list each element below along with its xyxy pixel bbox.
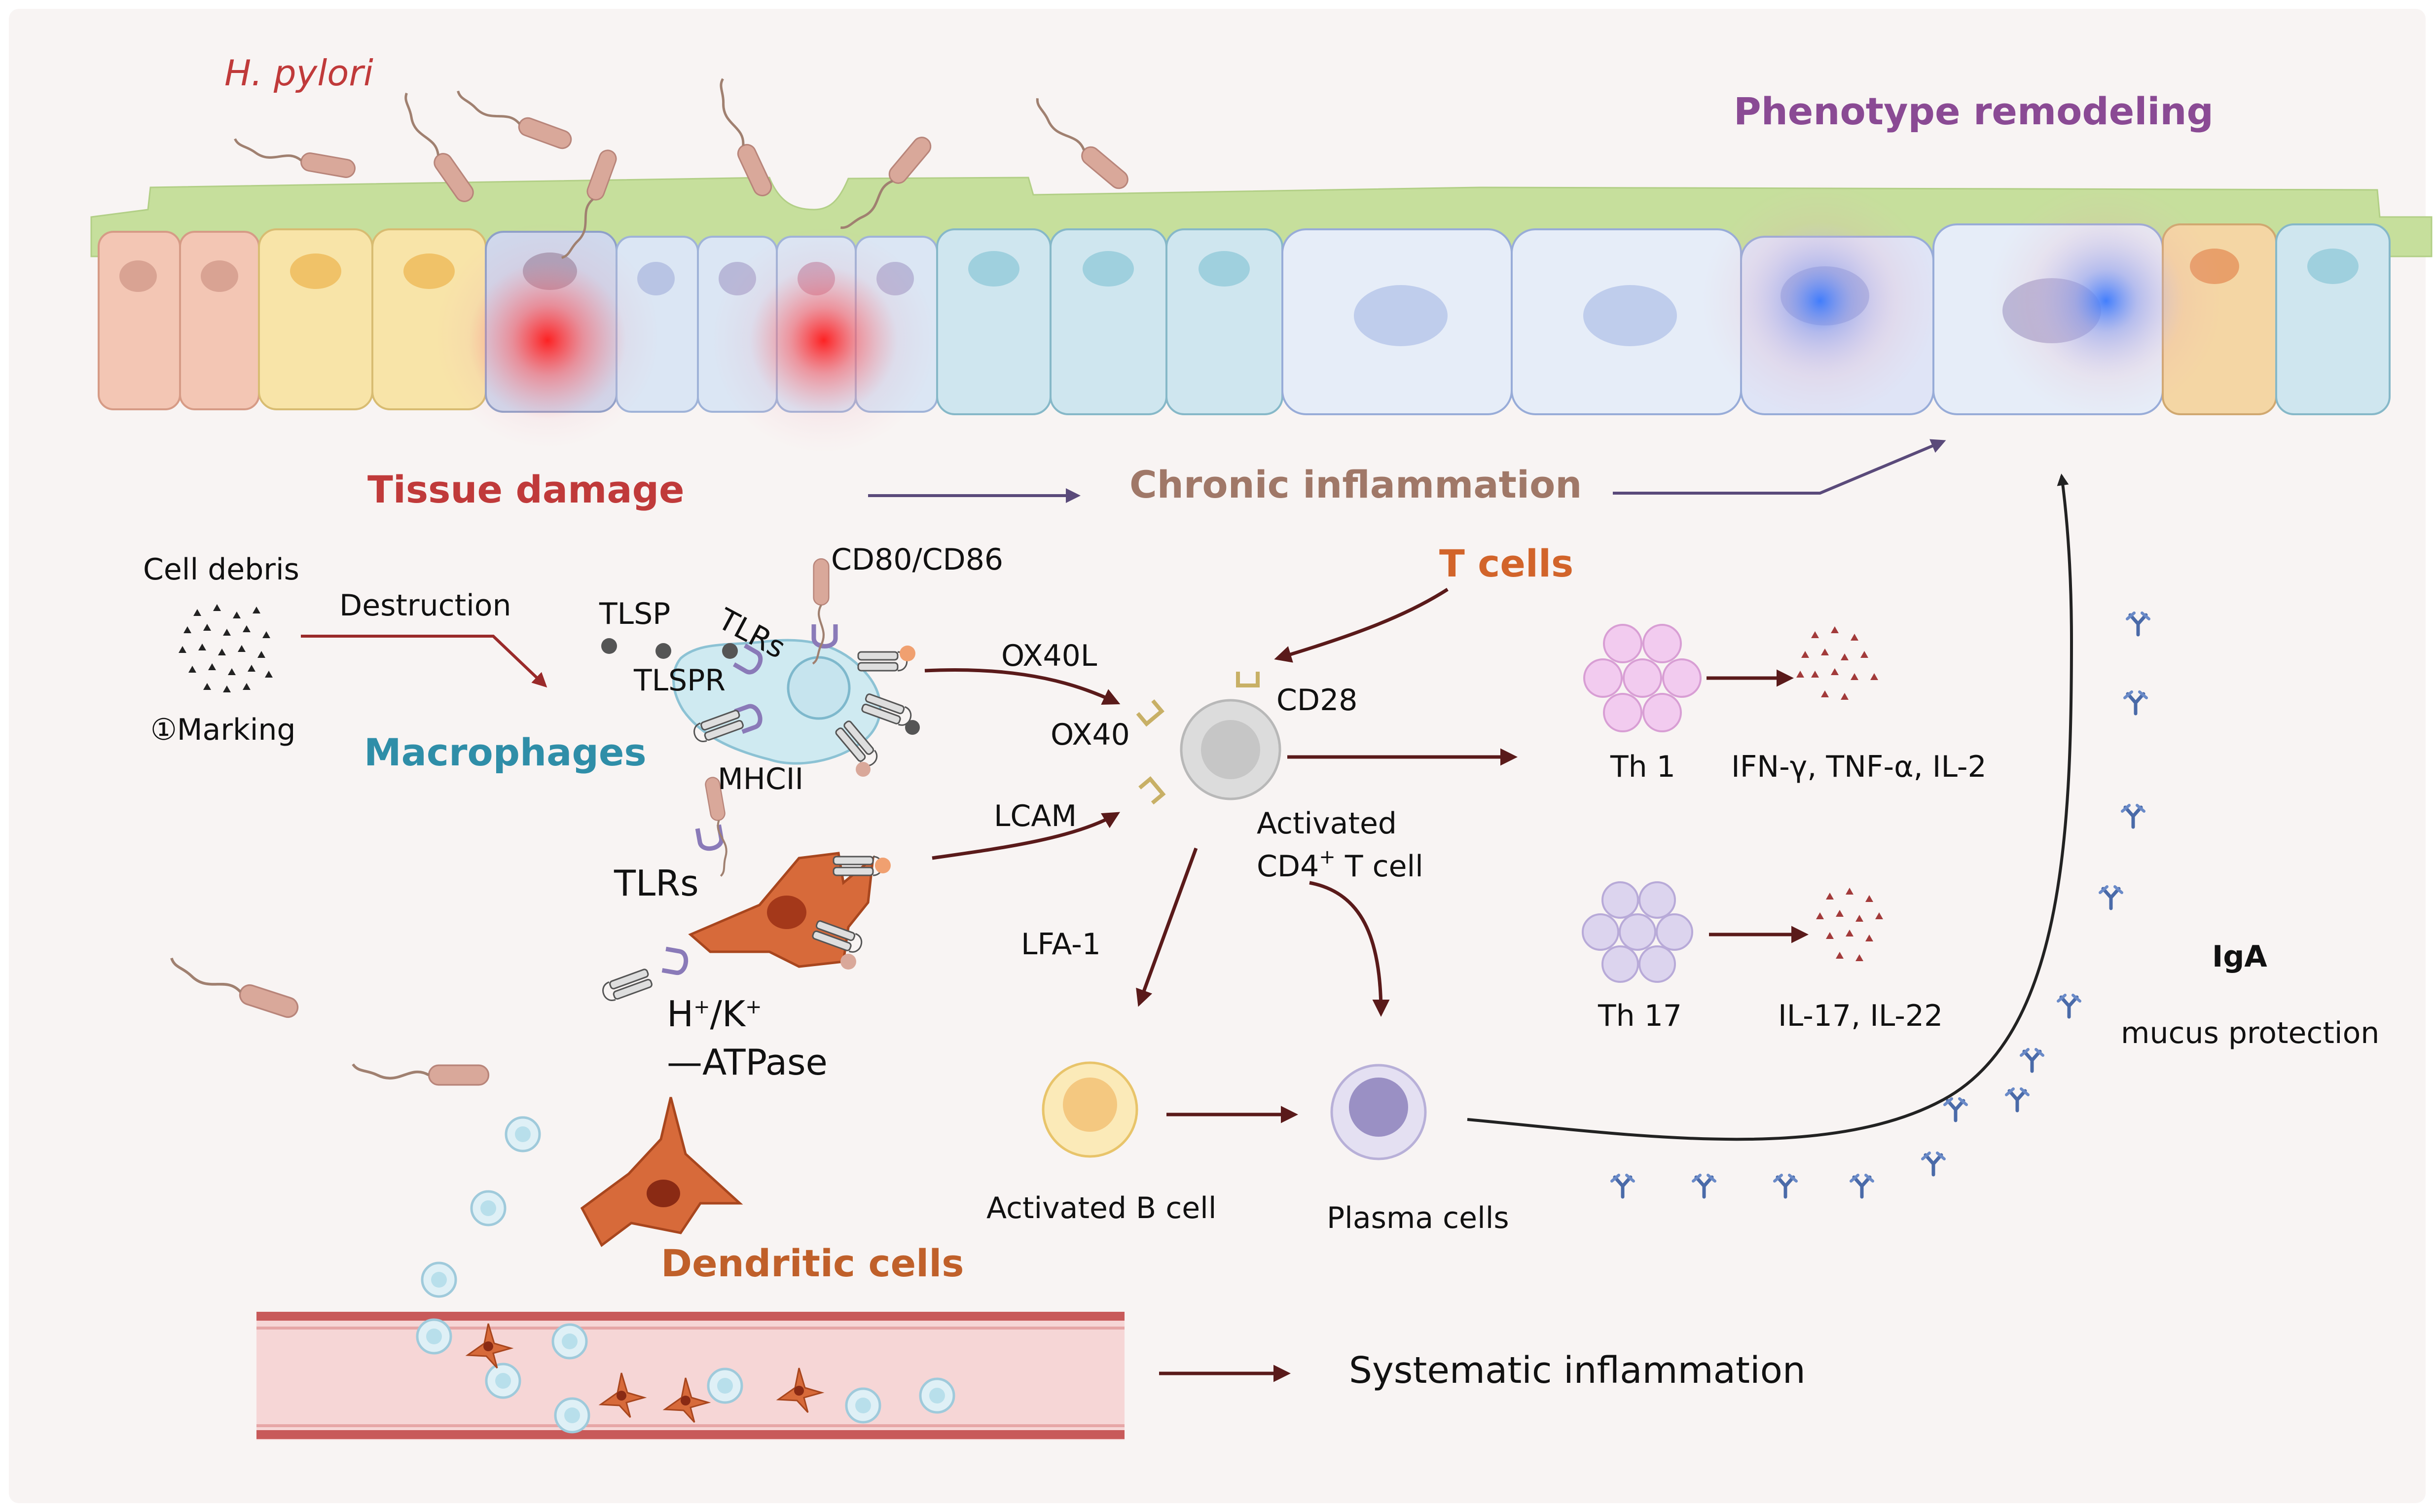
ox40-label: OX40 — [1051, 718, 1130, 752]
lfa1-label: LFA-1 — [1021, 927, 1101, 962]
dendritic-cells-label: Dendritic cells — [661, 1241, 964, 1285]
mhcii-label: MHCII — [718, 762, 804, 796]
th1-cluster — [1583, 624, 1702, 732]
macrophage-cell — [672, 559, 920, 777]
ox40l-label: OX40L — [1001, 639, 1097, 673]
cd80-cd86-label: CD80/CD86 — [831, 542, 1004, 577]
activated-cd4-t-cell — [1138, 672, 1281, 803]
tlrs-dc-label: TLRs — [614, 863, 699, 904]
h-k-atpase-label: H+/K+ — [667, 996, 762, 1032]
cd28-label: CD28 — [1276, 683, 1358, 718]
plasma-cells-label: Plasma cells — [1327, 1201, 1509, 1235]
systematic-inflammation-label: Systematic inflammation — [1349, 1349, 1806, 1392]
dendritic-cell-lower — [580, 1097, 743, 1247]
th17-label: Th 17 — [1598, 999, 1682, 1033]
th1-cytokines-label: IFN-γ, TNF-α, IL-2 — [1731, 750, 1987, 784]
phenotype-remodeling-label: Phenotype remodeling — [1734, 89, 2214, 133]
blood-vessel — [256, 1312, 1125, 1440]
h-k-h: H — [667, 993, 694, 1035]
th1-label: Th 1 — [1610, 750, 1675, 784]
chronic-inflammation-label: Chronic inflammation — [1129, 463, 1582, 506]
dendritic-cell-activating — [599, 776, 891, 1004]
cd4-text: CD4 — [1257, 849, 1319, 884]
pathway-arrows — [301, 439, 2073, 1382]
h-k-mid: /K — [710, 993, 746, 1035]
marking-label: ①Marking — [150, 713, 296, 747]
h-pylori-label: H. pylori — [224, 52, 373, 94]
macrophages-label: Macrophages — [364, 730, 647, 774]
cd4-sup: + — [1319, 846, 1336, 868]
cd4-rest: T cell — [1335, 849, 1423, 884]
th17-cluster — [1582, 881, 1693, 983]
th17-cytokines-label: IL-17, IL-22 — [1778, 999, 1943, 1033]
cell-debris-cluster — [179, 604, 273, 692]
tlspr-label: TLSPR — [634, 663, 726, 698]
h-k-sup2: + — [745, 996, 762, 1018]
atpase-label: —ATPase — [667, 1042, 828, 1083]
h-k-sup1: + — [693, 996, 710, 1018]
t-cells-label: T cells — [1439, 541, 1574, 585]
destruction-label: Destruction — [339, 588, 511, 623]
tissue-damage-label: Tissue damage — [367, 468, 685, 511]
iga-label: IgA — [2212, 939, 2267, 974]
activated-label: Activated — [1257, 806, 1397, 841]
mucus-protection-label: mucus protection — [2121, 1016, 2380, 1050]
activated-b-cell-label: Activated B cell — [986, 1191, 1217, 1225]
cell-debris-label: Cell debris — [143, 552, 299, 587]
cd4-t-cell-label: CD4+ T cell — [1257, 847, 1423, 881]
plasma-cell — [1330, 1064, 1427, 1160]
lcam-label: LCAM — [994, 799, 1077, 833]
activated-b-cell — [1042, 1061, 1138, 1158]
tlsp-label: TLSP — [599, 597, 671, 631]
